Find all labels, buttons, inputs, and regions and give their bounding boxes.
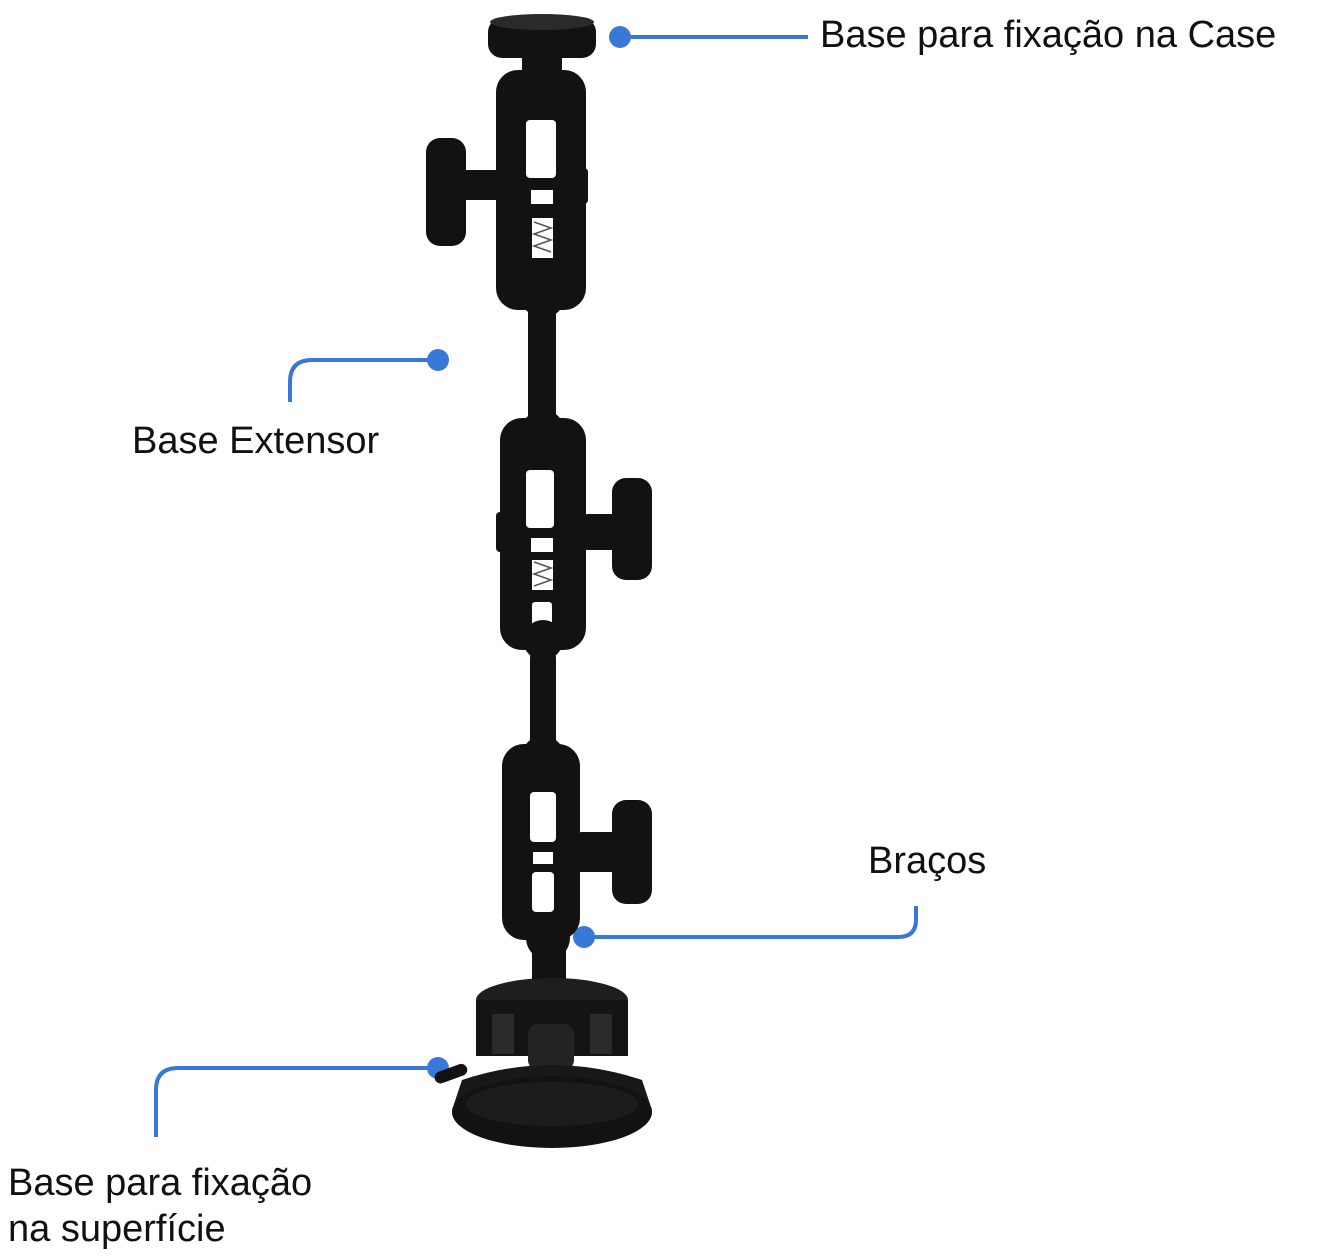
connector-rod-1: [528, 300, 556, 430]
callout-surface-mount: [154, 1057, 449, 1137]
callout-case-mount: [609, 26, 808, 48]
arm-segment-bottom: [502, 736, 652, 980]
label-surface-mount-line1: Base para fixação: [8, 1162, 313, 1204]
label-surface-mount-line2: na superfície: [8, 1208, 226, 1250]
callout-extensor: [288, 349, 449, 402]
label-surface-mount: Base para fixação na superfície: [8, 1160, 312, 1252]
arm-segment-top: [426, 70, 588, 318]
suction-cup-base: [434, 978, 652, 1148]
connector-rod-2: [530, 646, 556, 754]
label-case-mount: Base para fixação na Case: [820, 14, 1277, 56]
label-extensor: Base Extensor: [132, 420, 380, 462]
arm-segment-middle: [496, 410, 652, 660]
callout-arms: [573, 906, 918, 948]
label-arms: Braços: [868, 840, 987, 882]
